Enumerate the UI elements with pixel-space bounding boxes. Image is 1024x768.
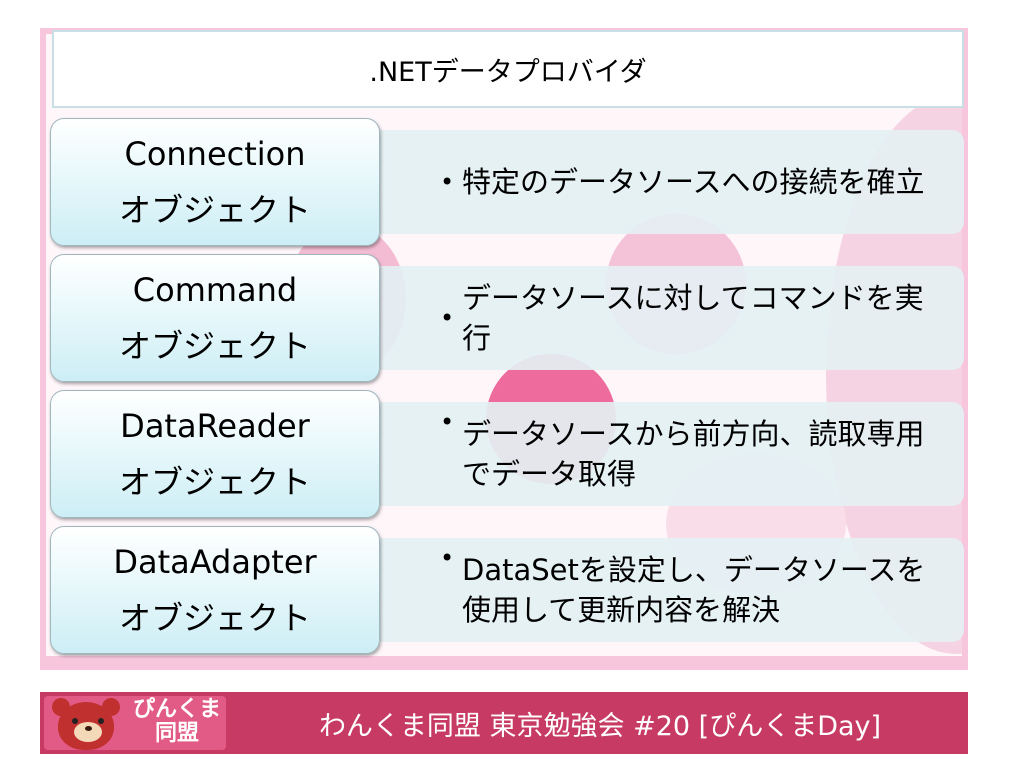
- object-box: Command オブジェクト: [50, 254, 380, 382]
- logo-line-2: 同盟: [154, 721, 199, 746]
- object-suffix: オブジェクト: [118, 599, 311, 637]
- object-suffix: オブジェクト: [118, 191, 311, 229]
- slide-title-text: .NETデータプロバイダ: [369, 56, 647, 88]
- object-suffix: オブジェクト: [118, 463, 311, 501]
- object-box: DataAdapter オブジェクト: [50, 526, 380, 654]
- logo-line-1: ぴんくま: [132, 697, 221, 722]
- object-row-connection: • 特定のデータソースへの接続を確立 Connection オブジェクト: [50, 118, 964, 246]
- object-description: • データソースから前方向、読取専用でデータ取得: [300, 402, 964, 506]
- bear-icon-eye: [98, 718, 104, 724]
- object-row-datareader: • データソースから前方向、読取専用でデータ取得 DataReader オブジェ…: [50, 390, 964, 518]
- footer-event-title: わんくま同盟 東京勉強会 #20 [ぴんくまDay]: [318, 710, 882, 742]
- slide-title: .NETデータプロバイダ: [52, 30, 964, 108]
- object-box: DataReader オブジェクト: [50, 390, 380, 518]
- object-description: • DataSetを設定し、データソースを使用して更新内容を解決: [300, 538, 964, 642]
- bullet-icon: •: [440, 168, 455, 196]
- footer-bar: ぴんくま 同盟 わんくま同盟 東京勉強会 #20 [ぴんくまDay]: [40, 692, 968, 754]
- bullet-icon: •: [440, 544, 455, 572]
- object-suffix: オブジェクト: [118, 327, 311, 365]
- object-name: Command: [132, 271, 298, 309]
- description-text: DataSetを設定し、データソースを使用して更新内容を解決: [462, 553, 926, 627]
- bear-icon-eye: [72, 718, 78, 724]
- bear-icon-nose: [85, 726, 92, 731]
- object-row-dataadapter: • DataSetを設定し、データソースを使用して更新内容を解決 DataAda…: [50, 526, 964, 654]
- object-name: DataReader: [120, 407, 310, 445]
- object-description: • データソースに対してコマンドを実行: [300, 266, 964, 370]
- bear-icon-muzzle: [74, 722, 102, 742]
- object-name: DataAdapter: [113, 543, 317, 581]
- bullet-icon: •: [440, 304, 455, 332]
- object-box: Connection オブジェクト: [50, 118, 380, 246]
- bullet-icon: •: [440, 408, 455, 436]
- description-text: 特定のデータソースへの接続を確立: [462, 165, 925, 199]
- description-text: データソースに対してコマンドを実行: [462, 281, 924, 355]
- object-description: • 特定のデータソースへの接続を確立: [300, 130, 964, 234]
- pinkuma-logo: ぴんくま 同盟: [44, 696, 226, 750]
- logo-text: ぴんくま 同盟: [130, 698, 224, 748]
- object-name: Connection: [124, 135, 306, 173]
- description-text: データソースから前方向、読取専用でデータ取得: [462, 417, 925, 491]
- object-row-command: • データソースに対してコマンドを実行 Command オブジェクト: [50, 254, 964, 382]
